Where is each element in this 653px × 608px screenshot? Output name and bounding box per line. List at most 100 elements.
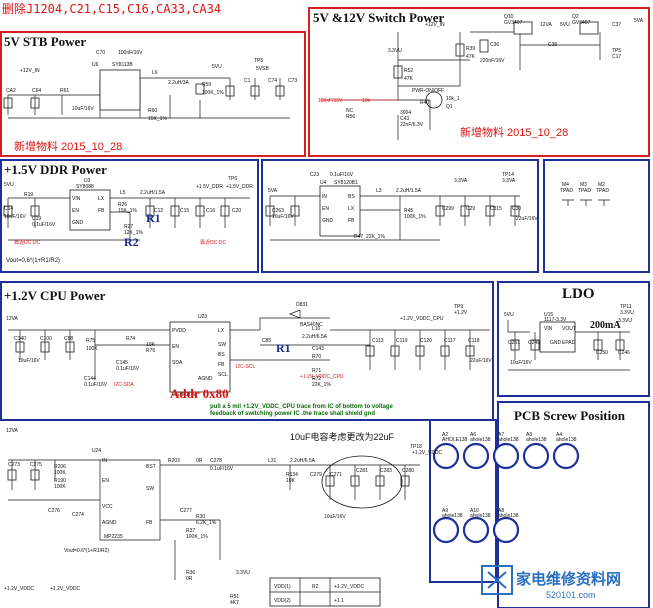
sw-q10 (513, 21, 533, 35)
cpu-lbl-10: 0.1uF/16V (84, 382, 108, 388)
bottom-lbl-14: SW (146, 486, 154, 492)
ddr-lbl-6: VIN (72, 196, 81, 202)
ldo-lbl-5: GND (550, 340, 562, 346)
bottom-lbl-29: C280 (402, 468, 414, 474)
mid-lbl-12: 2.2uH/1.5A (396, 188, 422, 194)
bottom-lbl-19: 0.1uF/16V (210, 466, 234, 472)
sw-q1-transistor (425, 91, 443, 109)
ddr-cap-c12 (145, 205, 155, 217)
bottom-lbl-33: 100K_1% (186, 534, 208, 540)
cpu-lbl-2: C100 (40, 336, 52, 342)
mid-lbl-20: C299 (442, 206, 454, 212)
cpu-lbl-29: C113 (372, 338, 384, 344)
ddr-lbl-10: FB (98, 208, 105, 214)
cpu-cap-c118 (465, 345, 475, 357)
mid-frame (261, 159, 539, 273)
ldo-lbl-2: C249 (528, 340, 540, 346)
cpu-lbl-7: C145 (116, 360, 128, 366)
bottom-cap-c275 (30, 469, 40, 481)
cpu-net-i2c-scl: I2C-SCL (236, 364, 255, 370)
ddr-cap-c16 (195, 205, 205, 217)
sw-lbl-2: R52 (404, 68, 413, 74)
bottom-ic-ref: U24 (92, 448, 101, 454)
bottom-lbl-28: C283 (380, 468, 392, 474)
cpu-lbl-13: SDA (172, 360, 183, 366)
stb-lbl-12: C64 (32, 88, 41, 94)
bottom-circuit: U24 MP2235 Vout=0.6*(1+R1/R2) 10uF电容考虑更改… (4, 428, 443, 606)
cpu-lbl-27: R72 (312, 376, 321, 382)
tpad-m2: M2 (598, 182, 605, 188)
stb-ic (99, 69, 141, 111)
sw-lbl-12: 5VU (560, 22, 570, 28)
stb-cap-5 (275, 85, 285, 97)
mid-lbl-19: 3.3VA (502, 178, 516, 184)
ldo-lbl-10: TP11 (620, 304, 632, 310)
cpu-lbl-24: C143 (312, 346, 324, 352)
cpu-lbl-30: C119 (396, 338, 408, 344)
cpu-lbl-31: C120 (420, 338, 432, 344)
ddr-cap-c19 (30, 205, 40, 217)
cpu-lbl-3: C88 (64, 336, 73, 342)
bottom-lbl-36: R36 (186, 570, 195, 576)
cpu-lbl-40: R76 (146, 348, 155, 354)
sw-lbl-10: C35 (548, 42, 557, 48)
mid-cap-c29 (460, 205, 470, 217)
stb-lbl-17: 15K_1% (148, 116, 167, 122)
cpu-lbl-4: 10uF/16V (18, 358, 40, 364)
stb-lbl-2: 100nF/16V (118, 50, 143, 56)
sw-r52 (393, 65, 403, 79)
cpu-lbl-22: 2.2uH/6.5A (302, 334, 328, 340)
cpu-lbl-33: C118 (468, 338, 480, 344)
ddr-ic-name: SY8088 (76, 184, 94, 190)
cpu-ic-ref: U23 (198, 314, 207, 320)
sw-lbl-1: 3.3VU (388, 48, 402, 54)
stb-cap-1 (3, 97, 13, 109)
cpu-lbl-11: PVDD (172, 328, 186, 334)
screw-inner-frame (429, 419, 497, 583)
ldo-lbl-11: 3.3VU (620, 310, 634, 316)
cpu-cap-c100 (40, 341, 50, 353)
hole-name-5: ahole138 (442, 513, 463, 519)
ddr-formula: Vout=0.6*(1+R1/R2) (6, 258, 60, 264)
stb-lbl-10: C1 (244, 78, 251, 84)
cpu-lbl-15: BS (218, 352, 225, 358)
ddr-lbl-12: 2.2uH/1.5A (140, 190, 166, 196)
stb-lbl-15: 100K_1% (202, 90, 224, 96)
sw-c36 (479, 39, 489, 53)
cpu-r1-label: R1 (276, 341, 291, 355)
ldo-title: LDO (562, 286, 595, 302)
bottom-lbl-37: 0R (186, 576, 193, 582)
cpu-title: +1.2V CPU Power (4, 288, 106, 303)
mid-ic-name: SY8120B1 (334, 180, 358, 186)
bottom-lbl-41: +1.2V_VDDC (4, 586, 35, 592)
mid-lbl-22: C315 (490, 206, 502, 212)
tpad-m4: M4 (562, 182, 569, 188)
sw-lbl-25: C43 (400, 116, 409, 122)
cpu-lbl-37: +1.2V_VDDC_CPU (400, 316, 444, 322)
switch-frame (308, 7, 650, 157)
sw-lbl-28: R56 (346, 114, 355, 120)
ldo-lbl-7: C250 (596, 350, 608, 356)
ddr-frame (0, 159, 259, 273)
bottom-formula: Vout=0.6*(1+R1/R2) (64, 548, 109, 554)
bottom-lbl-1: C273 (8, 462, 20, 468)
hole-ref-1: A6 (470, 432, 476, 438)
cpu-lbl-41: 10K (146, 342, 156, 348)
table-cell-2: +1.2V_VDDC (334, 584, 365, 590)
bottom-cap-c273 (7, 469, 17, 481)
tpad-label-2: TPAD (578, 188, 591, 194)
ddr-lbl-0: 5VU (4, 182, 14, 188)
stb-resistor (195, 83, 205, 95)
ddr-lbl-16: 12K_1% (124, 230, 143, 236)
ddr-lbl-7: EN (72, 208, 79, 214)
table-cell-0: VDD(1) (274, 584, 291, 590)
sw-lbl-3: 47K (404, 76, 414, 82)
ldo-ic (539, 321, 576, 353)
mid-lbl-23: C30 (512, 206, 521, 212)
stb-lbl-13: R61 (60, 88, 69, 94)
bottom-lbl-3: R206 (54, 464, 66, 470)
sw-lbl-21: R40 (420, 100, 429, 106)
ddr-lbl-2: 10uF/16V (4, 214, 26, 220)
sw-lbl-11: 12VA (540, 22, 553, 28)
bottom-lbl-10: EN (102, 478, 109, 484)
